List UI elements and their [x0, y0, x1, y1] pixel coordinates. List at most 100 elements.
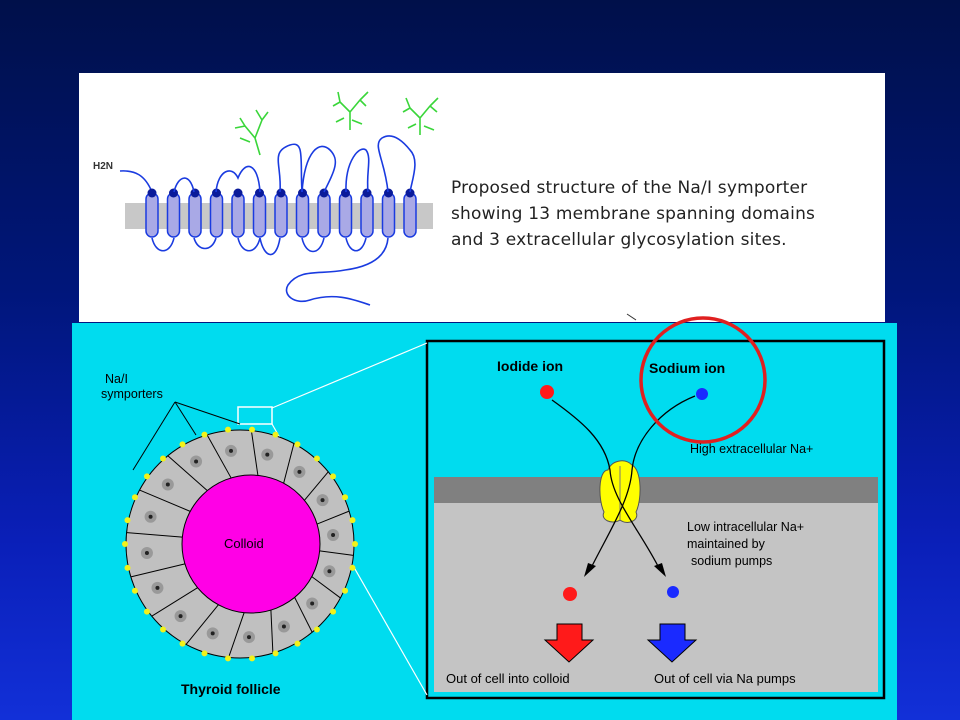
colloid-arrow — [543, 623, 595, 663]
cell-divider — [304, 471, 329, 501]
helix-bead — [169, 188, 178, 198]
arrowhead-right — [654, 563, 666, 577]
symporter-dot — [349, 564, 356, 571]
colloid — [181, 474, 321, 614]
glycosylation-site-1 — [234, 109, 269, 156]
sodium-ion-top — [696, 388, 708, 400]
cell-nucleus-core — [327, 569, 332, 574]
helix-bead — [276, 188, 286, 198]
cell-nucleus-core — [265, 452, 270, 457]
symporter-dots — [122, 426, 358, 662]
symporter-dot — [249, 426, 256, 433]
cell-nucleus-core — [210, 631, 215, 636]
cell-nucleus-core — [148, 514, 153, 519]
follicle-label: Thyroid follicle — [181, 681, 281, 697]
symporter-dot — [249, 655, 256, 662]
glycosylation-site-3 — [402, 97, 439, 135]
helix-bead — [212, 188, 221, 198]
cell-membrane — [434, 477, 878, 503]
helix-bead — [298, 188, 307, 198]
sodium-label: Sodium ion — [649, 360, 726, 376]
symporter-dot — [201, 431, 208, 438]
cell-nuclei — [140, 444, 340, 644]
symporter-dot — [313, 455, 320, 462]
caption-line-3: and 3 extracellular glycosylation sites. — [451, 230, 787, 250]
cell-nucleus-core — [331, 533, 336, 538]
cell-divider — [139, 489, 191, 512]
symporter-dot — [330, 608, 337, 615]
arrowhead-left — [584, 563, 596, 577]
extracellular-loops — [173, 135, 416, 193]
cell-nucleus-core — [320, 498, 325, 503]
na-pump-arrow — [646, 623, 698, 663]
helix-bead — [147, 188, 157, 198]
cell-divider — [316, 510, 350, 525]
symporters-label-line-1: Na/I — [105, 372, 128, 386]
helix-bead — [341, 188, 350, 198]
symporter-dot — [342, 587, 349, 594]
colloid-label: Colloid — [224, 536, 264, 551]
symporter-dot — [179, 441, 186, 448]
iodide-path — [551, 399, 661, 571]
cell-divider — [250, 430, 259, 476]
cell-divider — [206, 434, 232, 479]
symporter-dot — [294, 640, 301, 647]
cell-nucleus-core — [246, 635, 251, 640]
extracellular-text: High extracellular Na+ — [690, 442, 814, 456]
cell-divider — [130, 563, 186, 578]
symporter-dot — [201, 650, 208, 657]
cell-divider — [151, 587, 198, 617]
helix-bead — [255, 188, 264, 198]
intracellular-loops — [151, 237, 389, 306]
cell-divider — [311, 576, 341, 599]
symporter-dot — [313, 626, 320, 633]
symporter-dot — [143, 473, 150, 480]
intracellular-line-3: sodium pumps — [691, 554, 773, 568]
symporter-dot — [122, 541, 128, 547]
symporter-dot — [224, 655, 231, 662]
symporter-dot — [124, 517, 131, 524]
iodide-label: Iodide ion — [497, 358, 564, 374]
cell-nucleus-core — [194, 459, 199, 464]
intracellular-area — [434, 503, 878, 692]
caption-line-2: showing 13 membrane spanning domains — [451, 204, 816, 224]
symporter-pointer-2 — [174, 401, 197, 436]
symporter-dot — [272, 650, 279, 657]
cell-divider — [228, 612, 245, 658]
symporter-dot — [179, 640, 186, 647]
iodide-ion-top — [540, 385, 554, 399]
caption-line-1: Proposed structure of the Na/I symporter — [451, 178, 808, 198]
out-colloid-text: Out of cell into colloid — [446, 671, 570, 686]
structure-caption: Proposed structure of the Na/I symporter… — [451, 175, 891, 253]
cell-divider — [270, 610, 274, 654]
symporter-dot — [342, 494, 349, 501]
symporter-dot — [143, 608, 150, 615]
helix-bead — [362, 188, 372, 198]
helix-bead — [405, 188, 415, 198]
cell-nucleus-core — [178, 614, 183, 619]
cell-nucleus-core — [165, 482, 170, 487]
symporter-dot — [124, 564, 131, 571]
symporter-dot — [330, 473, 337, 480]
cell-divider — [126, 532, 183, 538]
helix-bead — [384, 188, 393, 198]
helix-bead — [190, 188, 200, 198]
symporter-dot — [352, 541, 358, 547]
cell-divider — [283, 443, 295, 484]
symporter-dot — [294, 441, 301, 448]
sodium-highlight-circle — [639, 316, 767, 444]
h2n-label: H2N — [93, 161, 114, 172]
symporter-dot — [131, 587, 138, 594]
symporter-pointer-1 — [174, 401, 241, 425]
cell-nucleus-core — [281, 624, 286, 629]
n-terminus-chain — [119, 170, 153, 193]
cell-dividers — [126, 430, 354, 658]
intracellular-text: Low intracellular Na+ maintained by sodi… — [687, 519, 804, 570]
symporter-dot — [160, 455, 167, 462]
helix-bead — [233, 188, 243, 198]
pointer-mark — [626, 313, 637, 321]
symporter-dot — [272, 431, 279, 438]
symporter-dot — [349, 517, 356, 524]
